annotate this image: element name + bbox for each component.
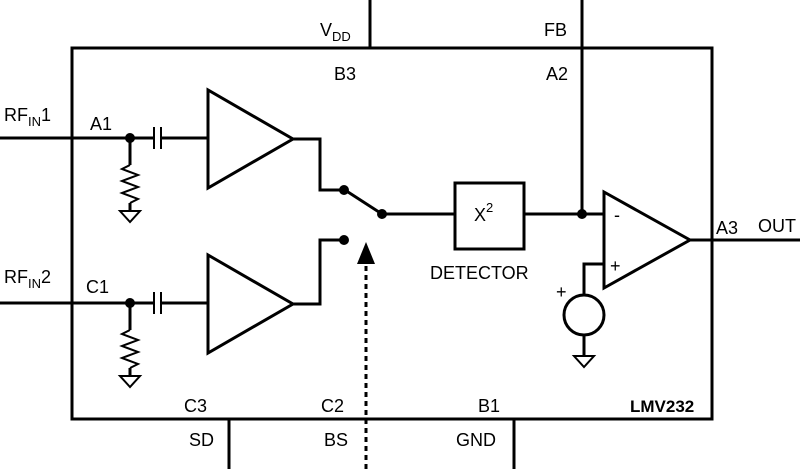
chip-body: [70, 46, 714, 421]
rfin2-label: RFIN2: [4, 267, 51, 291]
amplifier-icon: [206, 252, 297, 356]
switch-icon: [339, 185, 387, 245]
b1-ball-label: B1: [478, 396, 500, 416]
c3-ball-label: C3: [184, 396, 207, 416]
capacitor-icon: [153, 127, 162, 149]
amp2-output-wire: [293, 238, 344, 306]
c2-ball-label: C2: [321, 396, 344, 416]
voltage-source-icon: [562, 293, 606, 337]
ground-icon: [571, 355, 597, 369]
opamp-icon: [602, 189, 694, 291]
vsource-wire: [582, 262, 604, 294]
arrow-icon: [357, 242, 375, 264]
detector-box: [453, 181, 526, 251]
gnd-label: GND: [456, 430, 496, 450]
opamp-minus-label: -: [614, 205, 620, 225]
capacitor-icon: [153, 292, 162, 314]
amp1-output-wire: [293, 137, 344, 192]
ground-icon: [117, 210, 143, 224]
chip-name-label: LMV232: [630, 397, 694, 416]
a2-ball-label: A2: [546, 64, 568, 84]
out-label: OUT: [758, 216, 796, 236]
ground-icon: [117, 375, 143, 389]
detector-label: DETECTOR: [430, 263, 529, 283]
vdd-label: VDD: [320, 20, 351, 44]
opamp-plus-label: +: [610, 256, 621, 276]
rfin1-label: RFIN1: [4, 105, 51, 129]
resistor-icon: [119, 164, 141, 204]
c1-ball-label: C1: [86, 277, 109, 297]
resistor-icon: [119, 329, 141, 369]
a1-ball-label: A1: [90, 114, 112, 134]
amplifier-icon: [206, 87, 297, 191]
a3-ball-label: A3: [716, 218, 738, 238]
b3-ball-label: B3: [334, 64, 356, 84]
sd-label: SD: [189, 430, 214, 450]
fb-label: FB: [544, 20, 567, 40]
vsource-plus-label: +: [556, 282, 567, 302]
bs-label: BS: [324, 430, 348, 450]
fb-junction-dot: [577, 209, 587, 219]
detector-symbol: X2: [474, 200, 493, 225]
